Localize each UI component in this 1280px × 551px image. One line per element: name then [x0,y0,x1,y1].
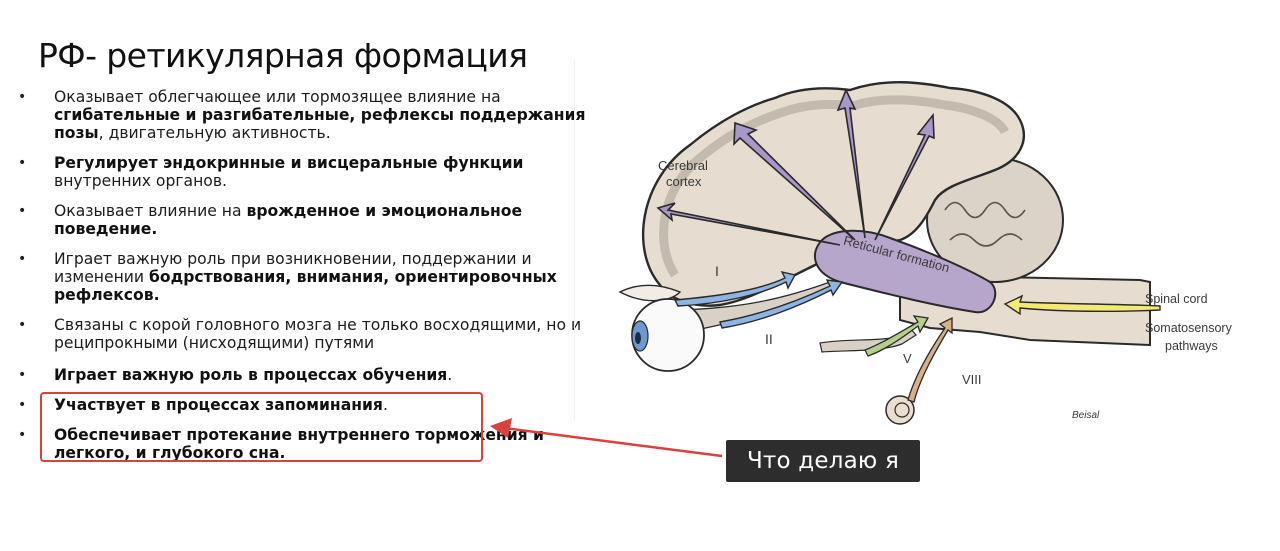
bullet-item: • Участвует в процессах запоминания. [18,396,598,414]
optic-arrows [673,270,844,329]
spinal-cord-label: Spinal cord [1145,292,1208,306]
bullet-dot-icon: • [18,203,27,219]
svg-text:cortex: cortex [666,174,702,189]
svg-text:pathways: pathways [1165,339,1218,353]
vestibular-arrow [907,316,953,403]
nerve-VIII-label: VIII [962,372,982,387]
bullet-item: • Регулирует эндокринные и висцеральные ф… [18,154,598,190]
bullet-text: Регулирует эндокринные и висцеральные фу… [54,154,524,172]
bullet-dot-icon: • [18,427,27,443]
bullet-dot-icon: • [18,155,27,171]
bullet-text: Связаны с корой головного мозга не тольк… [54,316,582,352]
trigeminal-nerve [819,327,917,353]
highlight-box [40,392,483,462]
somatosensory-label: Somatosensory [1145,321,1233,335]
bullet-text: Участвует в процессах запоминания [54,396,383,414]
bullet-dot-icon: • [18,317,27,333]
bullet-item: • Оказывает влияние на врожденное и эмоци… [18,202,598,238]
slide-title: РФ- ретикулярная формация [38,36,528,75]
olfactory-bulb [618,284,682,302]
bullet-item: • Играет важную роль в процессах обучения… [18,366,598,384]
bullet-dot-icon: • [18,367,27,383]
bullet-text: бодрствования, внимания, ориентировочных… [54,268,557,304]
nerve-V-label: V [903,351,912,366]
bullet-text: , двигательную активность. [98,124,331,142]
bullet-text: Оказывает облегчающее или тормозящее вли… [54,88,501,106]
bullet-list: • Оказывает облегчающее или тормозящее вл… [18,88,598,462]
bullet-text: Играет важную роль в процессах обучения [54,366,448,384]
bullet-dot-icon: • [18,251,27,267]
bullet-text: . [447,366,453,384]
cortex-arrows [656,88,935,246]
bullet-item: • Оказывает облегчающее или тормозящее вл… [18,88,598,142]
bullet-text: Играет важную роль при возникновении, по… [54,250,532,286]
spinal-arrow [1003,294,1161,316]
trigeminal-arrow [864,315,930,357]
bullet-dot-icon: • [18,89,27,105]
bullet-text: внутренних органов. [54,172,227,190]
slide-divider [574,60,575,420]
bullet-text: врожденное и эмоциональное поведение. [54,202,523,238]
cerebral-cortex-label: Cerebral [658,158,708,173]
artist-signature: Beisal [1072,410,1100,421]
bullet-text: Оказывает влияние на [54,202,247,220]
bullet-item: • Играет важную роль при возникновении, п… [18,250,598,304]
bullet-item: • Обеспечивает протекание внутреннего тор… [18,426,598,462]
bullet-text: . [382,396,388,414]
reticular-formation-diagram: Reticular formation [600,60,1280,440]
bullet-text: сгибательные и разгибательные, рефлексы … [54,106,586,142]
note-label: Что делаю я [726,440,920,482]
nerve-II-label: II [765,331,773,347]
nerve-I-label: I [715,263,719,279]
bullet-dot-icon: • [18,397,27,413]
bullet-item: • Связаны с корой головного мозга не толь… [18,316,598,352]
bullet-text: Обеспечивает протекание внутреннего торм… [54,426,544,462]
cochlea-icon [885,395,915,425]
